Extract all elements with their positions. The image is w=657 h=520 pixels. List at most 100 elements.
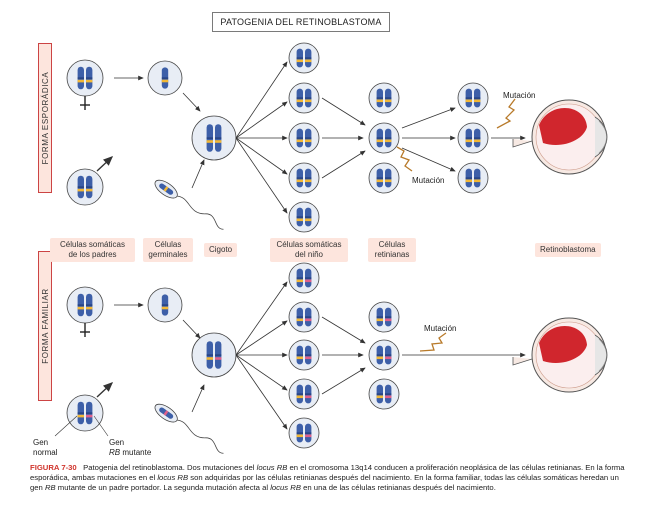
normal-band [296, 218, 303, 222]
gene-mutant-label: Gen RB mutante [109, 438, 151, 458]
normal-band [77, 79, 84, 83]
caption-locus-2: locus RB [157, 473, 189, 482]
arrow-icon [401, 107, 456, 129]
normal-band [376, 356, 383, 360]
normal-band [86, 188, 93, 192]
normal-band [474, 99, 481, 103]
sperm-icon [154, 179, 224, 230]
normal-band [77, 414, 84, 418]
mutation-label-bottom: Mutación [424, 324, 457, 333]
label-parents: Células somáticas de los padres [50, 238, 135, 262]
cell-icon [66, 168, 104, 206]
mutation-label-top-1: Mutación [503, 91, 536, 100]
normal-band [305, 99, 312, 103]
cell-icon [191, 332, 237, 378]
normal-band [86, 306, 93, 310]
caption-text-4: mutante de un padre portador. La segunda… [55, 483, 271, 492]
arrow-icon [401, 147, 456, 172]
cell-icon [368, 162, 400, 194]
normal-band [296, 434, 303, 438]
label-retinal: Células retinianas [368, 238, 416, 262]
normal-band [206, 357, 213, 360]
eye-icon [512, 99, 608, 175]
normal-band [385, 99, 392, 103]
cell-icon [191, 115, 237, 161]
normal-band [465, 179, 472, 183]
arrow-icon [235, 101, 288, 139]
normal-band [385, 139, 392, 143]
cell-icon [368, 301, 400, 333]
arrow-icon [182, 92, 201, 112]
gene-mutant-rb: RB [109, 448, 121, 457]
cell-icon [288, 417, 320, 449]
lightning-icon [396, 146, 413, 172]
arrow-icon [191, 159, 205, 189]
mutant-band [385, 395, 392, 399]
tumor-mass [539, 325, 587, 364]
diagram-title: PATOGENIA DEL RETINOBLASTOMA [212, 12, 390, 32]
caption-text-3: son adquiridas por las células retiniana… [30, 473, 619, 492]
arrow-icon [96, 382, 114, 398]
cell-icon [368, 378, 400, 410]
cell-icon [368, 82, 400, 114]
caption-text-1: Patogenia del retinoblastoma. Dos mutaci… [83, 463, 257, 472]
arrow-icon [235, 354, 288, 430]
normal-band [296, 279, 303, 283]
normal-band [296, 395, 303, 399]
caption-text-2: en el cromosoma 13q14 conducen a prolife… [30, 463, 625, 482]
mutant-band [305, 434, 312, 438]
normal-band [376, 139, 383, 143]
cell-icon [368, 122, 400, 154]
cell-icon [288, 262, 320, 294]
cell-icon [66, 394, 104, 432]
normal-band [465, 139, 472, 143]
cell-icon [288, 122, 320, 154]
mutant-band [385, 318, 392, 322]
normal-band [296, 99, 303, 103]
cell-icon [66, 59, 104, 97]
normal-band [376, 179, 383, 183]
label-child: Células somáticas del niño [270, 238, 348, 262]
germ-cell-icon [147, 60, 183, 96]
cell-icon [288, 42, 320, 74]
cell-icon [457, 82, 489, 114]
cell-icon [457, 162, 489, 194]
cell-icon [288, 162, 320, 194]
mutant-band [86, 414, 93, 418]
pointer-line [93, 415, 109, 437]
cell-icon [288, 82, 320, 114]
arrow-icon [235, 320, 288, 356]
arrow-icon [235, 61, 288, 139]
cell-icon [288, 201, 320, 233]
normal-band [305, 59, 312, 63]
normal-band [474, 139, 481, 143]
normal-band [465, 99, 472, 103]
normal-band [305, 179, 312, 183]
caption-locus-1: locus RB [256, 463, 288, 472]
arrow-icon [235, 281, 288, 356]
mutant-band [385, 356, 392, 360]
mutant-band [305, 318, 312, 322]
normal-band [296, 179, 303, 183]
normal-band [305, 139, 312, 143]
normal-band [305, 218, 312, 222]
mutant-band [305, 395, 312, 399]
lightning-icon [496, 98, 516, 129]
normal-band [77, 188, 84, 192]
normal-band [376, 318, 383, 322]
optic-nerve [512, 357, 533, 366]
caption-locus-3: locus RB [270, 483, 301, 492]
arrow-icon [235, 354, 288, 391]
normal-band [215, 140, 222, 143]
gene-normal-label: Gen normal [33, 438, 58, 457]
caption-text-5: en una de las células retinianas después… [300, 483, 496, 492]
arrow-icon [235, 137, 288, 175]
normal-band [376, 99, 383, 103]
figure-number: FIGURA 7-30 [30, 463, 77, 472]
normal-band [385, 179, 392, 183]
mutation-label-top-2: Mutación [412, 176, 445, 185]
normal-band [86, 79, 93, 83]
cell-icon [288, 339, 320, 371]
arrow-icon [191, 384, 205, 413]
normal-band [376, 395, 383, 399]
